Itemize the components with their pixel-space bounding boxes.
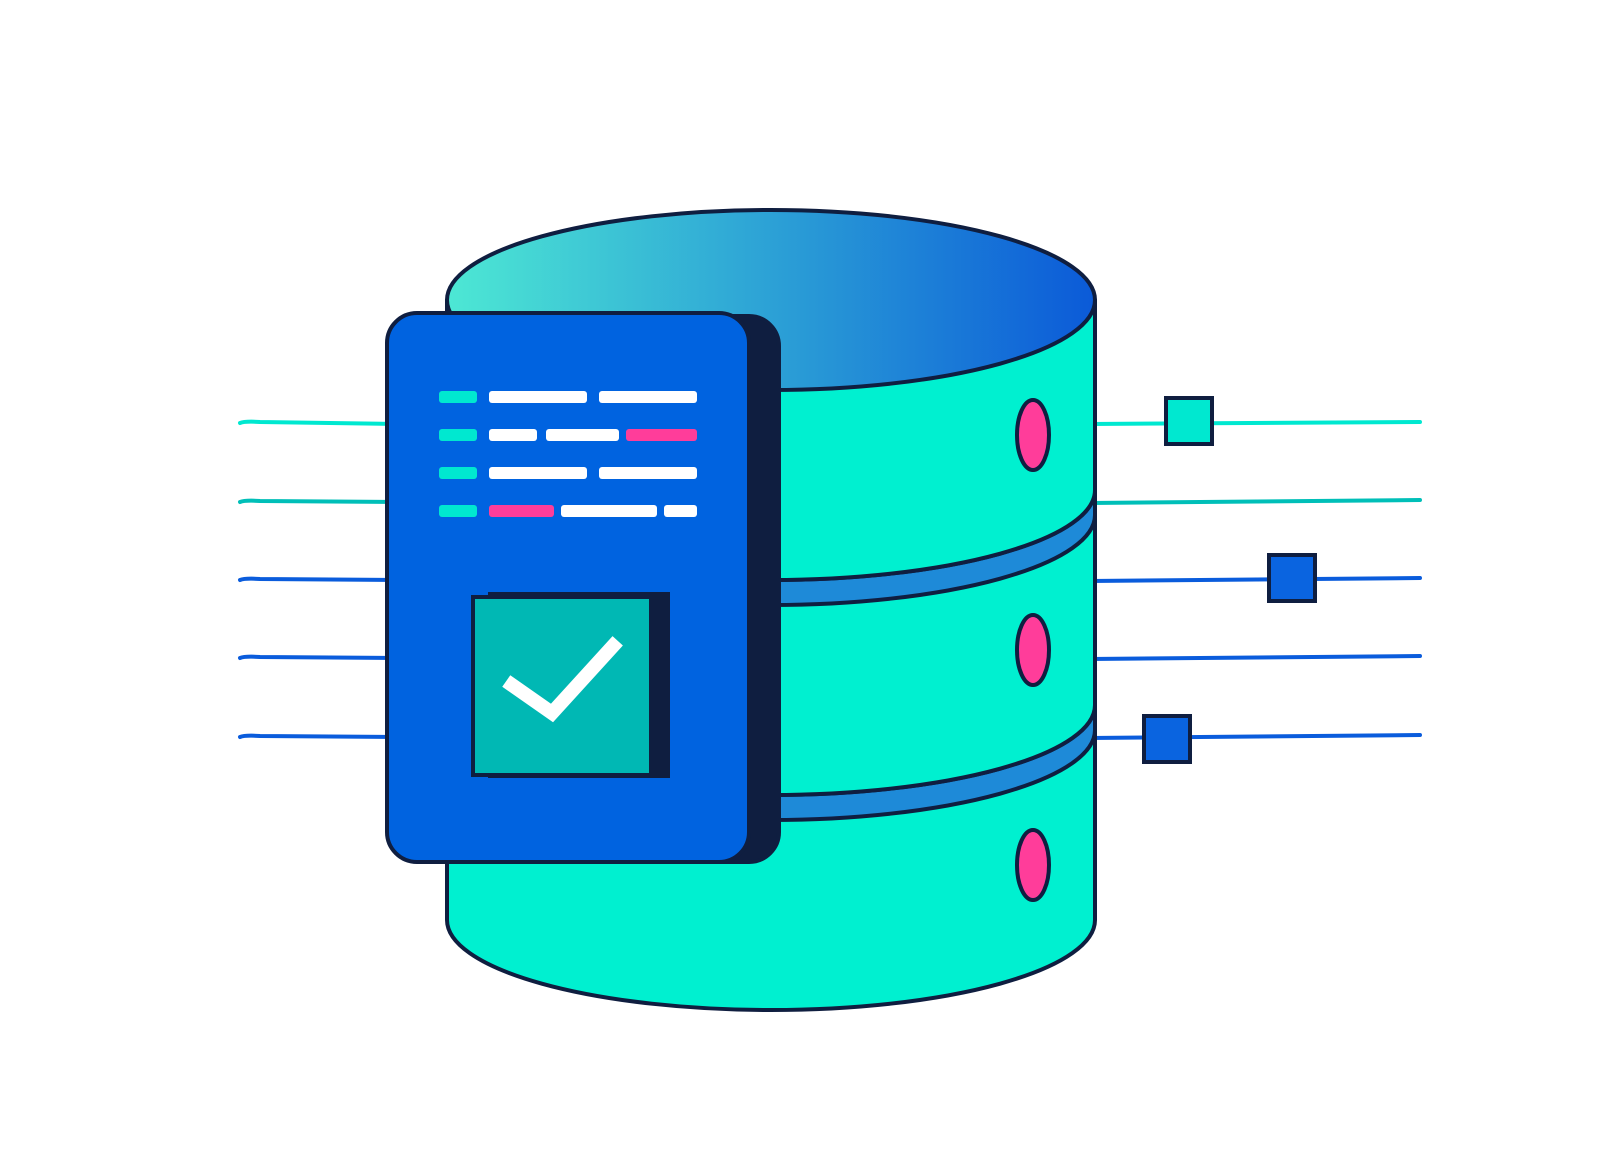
left-line-3 [238, 576, 402, 582]
left-line-1 [238, 419, 402, 426]
text-line [626, 429, 697, 441]
status-indicator-icons [1142, 396, 1317, 764]
text-line [489, 429, 537, 441]
text-line [561, 505, 657, 517]
right-line-2 [1088, 498, 1422, 505]
text-line [489, 391, 587, 403]
status-node-blue-1 [1267, 553, 1317, 603]
left-line-4 [238, 654, 402, 660]
right-connection-lines [1088, 420, 1422, 740]
text-line [599, 391, 697, 403]
right-line-4 [1088, 654, 1422, 661]
checkmark-icon [502, 636, 623, 723]
text-line [599, 467, 697, 479]
indicator-light-1 [1015, 398, 1051, 472]
document-text-lines [439, 391, 697, 517]
right-line-5 [1088, 733, 1422, 740]
text-line [489, 505, 554, 517]
indicator-light-2 [1015, 613, 1051, 687]
status-node-teal [1164, 396, 1214, 446]
right-line-3 [1088, 576, 1422, 583]
checkbox [471, 595, 653, 777]
indicator-light-3 [1015, 828, 1051, 902]
text-line [546, 429, 619, 441]
text-line [489, 467, 587, 479]
left-line-2 [238, 498, 402, 504]
text-line [439, 505, 477, 517]
text-line [664, 505, 697, 517]
text-line [439, 429, 477, 441]
left-connection-lines [238, 419, 402, 739]
left-line-5 [238, 733, 402, 739]
document-icon [385, 311, 781, 864]
status-node-blue-2 [1142, 714, 1192, 764]
text-line [439, 391, 477, 403]
right-line-1 [1088, 420, 1422, 426]
text-line [439, 467, 477, 479]
